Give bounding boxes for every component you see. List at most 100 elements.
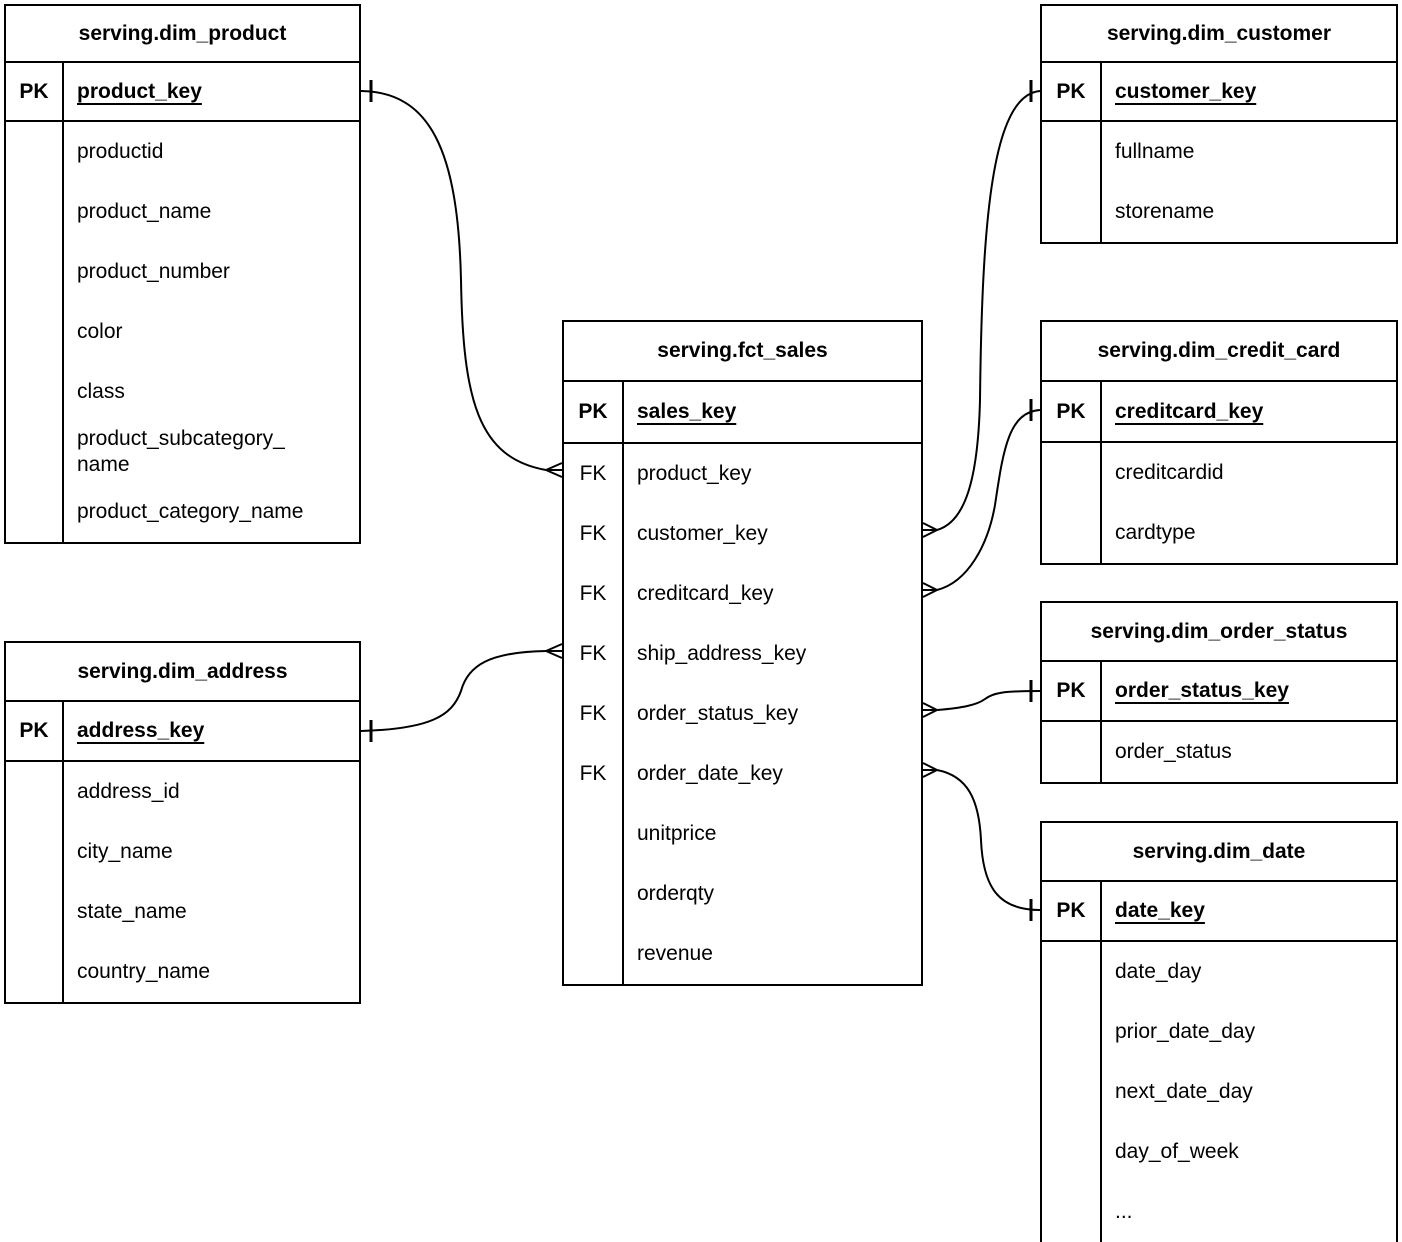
field-name: order_status: [1115, 740, 1232, 763]
field-row: ...: [1042, 1182, 1396, 1242]
key-cell-empty: [6, 482, 64, 542]
field-name: customer_key: [637, 522, 768, 545]
field-name: product_number: [77, 260, 230, 283]
field-name: storename: [1115, 200, 1215, 223]
field-row: country_name: [6, 942, 359, 1002]
field-name: next_date_day: [1115, 1080, 1253, 1103]
key-cell-empty: [1042, 122, 1102, 182]
field-row: FK order_status_key: [564, 684, 921, 744]
pk-label: PK: [6, 63, 64, 120]
field-row: day_of_week: [1042, 1122, 1396, 1182]
pk-field-name: product_key: [77, 79, 202, 103]
crow-foot-many: [545, 462, 563, 478]
pk-field-name: order_status_key: [1115, 679, 1289, 702]
pk-field-name: creditcard_key: [1115, 399, 1264, 423]
table-title: serving.dim_order_status: [1042, 603, 1396, 662]
key-cell-empty: [6, 122, 64, 182]
field-name: product_name: [77, 200, 212, 223]
field-name: unitprice: [637, 822, 717, 845]
field-row: address_id: [6, 762, 359, 822]
key-cell-empty: [564, 864, 624, 924]
field-row: product_subcategory_ name: [6, 422, 359, 482]
field-row: prior_date_day: [1042, 1002, 1396, 1062]
field-name: date_day: [1115, 960, 1202, 983]
relationship-curve: [360, 90, 547, 471]
field-row: FK ship_address_key: [564, 624, 921, 684]
field-row: order_status: [1042, 722, 1396, 782]
fk-label: FK: [564, 744, 624, 804]
pk-label: PK: [1042, 662, 1102, 720]
crow-foot-many: [922, 522, 938, 538]
connector-sales-to-credit-card: [922, 399, 1041, 598]
field-row: class: [6, 362, 359, 422]
field-row: city_name: [6, 822, 359, 882]
table-title: serving.dim_customer: [1042, 6, 1396, 63]
field-row: orderqty: [564, 864, 921, 924]
field-name: orderqty: [637, 882, 715, 905]
key-cell-empty: [6, 422, 64, 482]
key-cell-empty: [6, 942, 64, 1002]
pk-label: PK: [1042, 63, 1102, 120]
key-cell-empty: [6, 242, 64, 302]
table-title: serving.dim_product: [6, 6, 359, 63]
key-cell-empty: [1042, 1182, 1102, 1242]
field-row: product_number: [6, 242, 359, 302]
key-cell-empty: [1042, 503, 1102, 563]
field-name: day_of_week: [1115, 1140, 1239, 1163]
fk-label: FK: [564, 624, 624, 684]
key-cell-empty: [6, 362, 64, 422]
field-name: prior_date_day: [1115, 1020, 1256, 1043]
field-name: cardtype: [1115, 521, 1196, 544]
field-row: product_category_name: [6, 482, 359, 542]
key-cell-empty: [6, 302, 64, 362]
pk-label: PK: [6, 702, 64, 760]
crow-foot-many: [922, 702, 938, 718]
field-name: product_key: [637, 462, 752, 485]
field-row: state_name: [6, 882, 359, 942]
relationship-curve: [936, 90, 1041, 531]
key-cell-empty: [1042, 443, 1102, 503]
field-name: creditcardid: [1115, 461, 1224, 484]
field-row: revenue: [564, 924, 921, 984]
field-name: city_name: [77, 840, 173, 863]
relationship-curve: [936, 769, 1041, 911]
field-name: country_name: [77, 960, 211, 983]
field-name: state_name: [77, 900, 187, 923]
relationship-curve: [936, 690, 1041, 711]
key-cell-empty: [6, 762, 64, 822]
field-row: cardtype: [1042, 503, 1396, 563]
field-name: ship_address_key: [637, 642, 807, 665]
field-row: productid: [6, 122, 359, 182]
field-name: order_date_key: [637, 762, 783, 785]
key-cell-empty: [564, 804, 624, 864]
field-name: address_id: [77, 780, 180, 803]
field-row: next_date_day: [1042, 1062, 1396, 1122]
connector-sales-to-order-status: [922, 680, 1041, 718]
key-cell-empty: [564, 924, 624, 984]
key-cell-empty: [1042, 182, 1102, 242]
primary-key-row: PK order_status_key: [1042, 662, 1396, 722]
connector-address-to-sales: [360, 643, 563, 742]
field-name: fullname: [1115, 140, 1195, 163]
field-row: color: [6, 302, 359, 362]
table-title: serving.dim_address: [6, 643, 359, 702]
field-row: fullname: [1042, 122, 1396, 182]
key-cell-empty: [6, 182, 64, 242]
primary-key-row: PK product_key: [6, 63, 359, 122]
fk-label: FK: [564, 684, 624, 744]
key-cell-empty: [6, 822, 64, 882]
field-name: order_status_key: [637, 702, 799, 725]
field-name: ...: [1115, 1200, 1133, 1223]
